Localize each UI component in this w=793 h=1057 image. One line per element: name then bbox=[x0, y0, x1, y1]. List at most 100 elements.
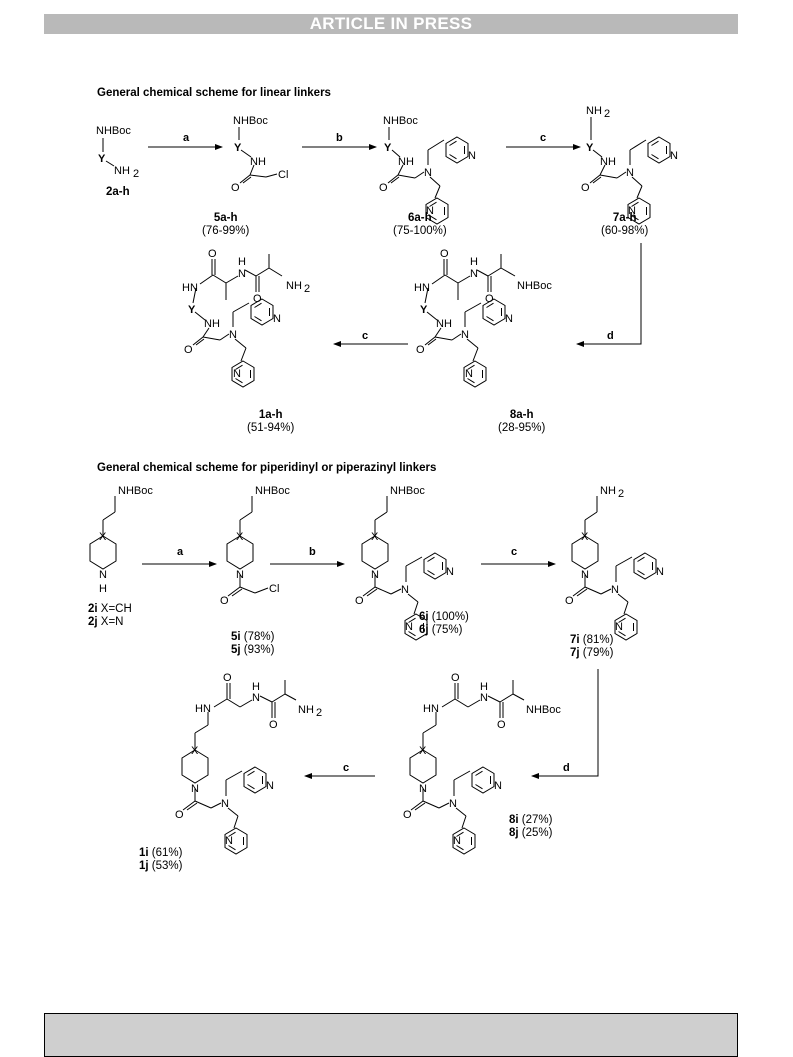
atom-label: O bbox=[220, 595, 229, 607]
pip-step-c: c bbox=[511, 546, 518, 558]
atom-label: NHBoc bbox=[526, 704, 561, 716]
atom-label: N bbox=[611, 584, 619, 596]
atom-label: N bbox=[626, 167, 634, 179]
atom-label: N bbox=[229, 329, 237, 341]
atom-label: 2 bbox=[604, 108, 610, 120]
compound-8a-label: 8a-h(28-95%) bbox=[498, 409, 546, 434]
compound-1a-label: 1a-h(51-94%) bbox=[247, 409, 295, 434]
atom-label: NHBoc bbox=[233, 115, 268, 127]
compound-6i-6j-label: 6i (100%) 6j (75%) bbox=[419, 611, 469, 636]
pip-arrow-d bbox=[531, 669, 599, 779]
atom-label: NHBoc bbox=[517, 280, 552, 292]
atom-label: O bbox=[223, 672, 232, 684]
atom-label: N bbox=[238, 268, 246, 280]
atom-label: HN bbox=[414, 282, 430, 294]
compound-1i-1j-label: 1i (61%) 1j (53%) bbox=[139, 847, 183, 872]
atom-label: H bbox=[470, 256, 478, 268]
pyridine-ring bbox=[423, 552, 447, 580]
atom-label: N bbox=[446, 566, 454, 578]
atom-label: N bbox=[581, 569, 589, 581]
atom-label: N bbox=[221, 798, 229, 810]
atom-label: N bbox=[426, 205, 434, 217]
atom-label: NH bbox=[436, 318, 452, 330]
atom-label: Y bbox=[586, 142, 594, 154]
atom-label: N bbox=[628, 205, 636, 217]
atom-label: O bbox=[184, 344, 193, 356]
atom-label: Y bbox=[420, 304, 428, 316]
atom-label: O bbox=[269, 719, 278, 731]
compound-2a-label: 2a-h bbox=[106, 186, 130, 198]
atom-label: NH bbox=[286, 280, 302, 292]
linear-step-d: d bbox=[607, 330, 614, 342]
atom-label: O bbox=[355, 595, 364, 607]
atom-label: O bbox=[440, 248, 449, 260]
atom-label: N bbox=[453, 835, 461, 847]
atom-label: O bbox=[403, 809, 412, 821]
atom-label: NHBoc bbox=[96, 125, 131, 137]
atom-label: O bbox=[231, 182, 240, 194]
pip-step-b: b bbox=[309, 546, 316, 558]
pyridine-ring bbox=[243, 766, 267, 794]
atom-label: N bbox=[670, 150, 678, 162]
pip-step-c2: c bbox=[343, 762, 350, 774]
atom-label: X bbox=[419, 745, 427, 757]
atom-label: N bbox=[405, 621, 413, 633]
atom-label: O bbox=[451, 672, 460, 684]
atom-label: N bbox=[480, 692, 488, 704]
linear-scheme-heading: General chemical scheme for linear linke… bbox=[97, 87, 331, 99]
atom-label: N bbox=[656, 566, 664, 578]
atom-label: O bbox=[497, 719, 506, 731]
linear-step-b: b bbox=[336, 132, 343, 144]
atom-label: X bbox=[371, 531, 379, 543]
compound-5a-label: 5a-h(76-99%) bbox=[202, 212, 250, 237]
compound-7i-7j-label: 7i (81%) 7j (79%) bbox=[570, 634, 614, 659]
atom-label: O bbox=[485, 293, 494, 305]
atom-label: O bbox=[175, 809, 184, 821]
atom-label: N bbox=[273, 313, 281, 325]
atom-label: Cl bbox=[269, 583, 279, 595]
atom-label: NH bbox=[298, 704, 314, 716]
atom-label: O bbox=[416, 344, 425, 356]
atom-label: O bbox=[208, 248, 217, 260]
atom-label: N bbox=[252, 692, 260, 704]
atom-label: Cl bbox=[278, 169, 288, 181]
atom-label: N bbox=[465, 368, 473, 380]
atom-label: X bbox=[236, 531, 244, 543]
pip-step-d: d bbox=[563, 762, 570, 774]
atom-label: NH bbox=[600, 156, 616, 168]
pyridine-ring bbox=[471, 766, 495, 794]
atom-label: N bbox=[424, 167, 432, 179]
atom-label: NH bbox=[250, 156, 266, 168]
atom-label: NHBoc bbox=[118, 485, 153, 497]
atom-label: Y bbox=[98, 153, 106, 165]
atom-label: Y bbox=[384, 142, 392, 154]
pyridine-ring bbox=[633, 552, 657, 580]
atom-label: O bbox=[253, 293, 262, 305]
atom-label: N bbox=[233, 368, 241, 380]
atom-label: 2 bbox=[133, 168, 139, 180]
linear-step-c: c bbox=[540, 132, 547, 144]
atom-label: 2 bbox=[618, 488, 624, 500]
atom-label: N bbox=[236, 569, 244, 581]
atom-label: N bbox=[191, 783, 199, 795]
atom-label: N bbox=[401, 584, 409, 596]
atom-label: H bbox=[99, 583, 107, 595]
atom-label: N bbox=[266, 780, 274, 792]
atom-label: HN bbox=[195, 703, 211, 715]
atom-label: NH bbox=[204, 318, 220, 330]
compound-5i-5j-label: 5i (78%) 5j (93%) bbox=[231, 631, 275, 656]
atom-label: Y bbox=[234, 142, 242, 154]
atom-label: NHBoc bbox=[383, 115, 418, 127]
atom-label: N bbox=[494, 780, 502, 792]
atom-label: N bbox=[99, 569, 107, 581]
atom-label: N bbox=[470, 268, 478, 280]
atom-label: 2 bbox=[316, 707, 322, 719]
atom-label: NH bbox=[114, 165, 130, 177]
atom-label: H bbox=[252, 681, 260, 693]
footer-placeholder-box bbox=[44, 1013, 738, 1057]
atom-label: NHBoc bbox=[390, 485, 425, 497]
atom-label: H bbox=[238, 256, 246, 268]
linear-step-c2: c bbox=[362, 330, 369, 342]
atom-label: Y bbox=[188, 304, 196, 316]
